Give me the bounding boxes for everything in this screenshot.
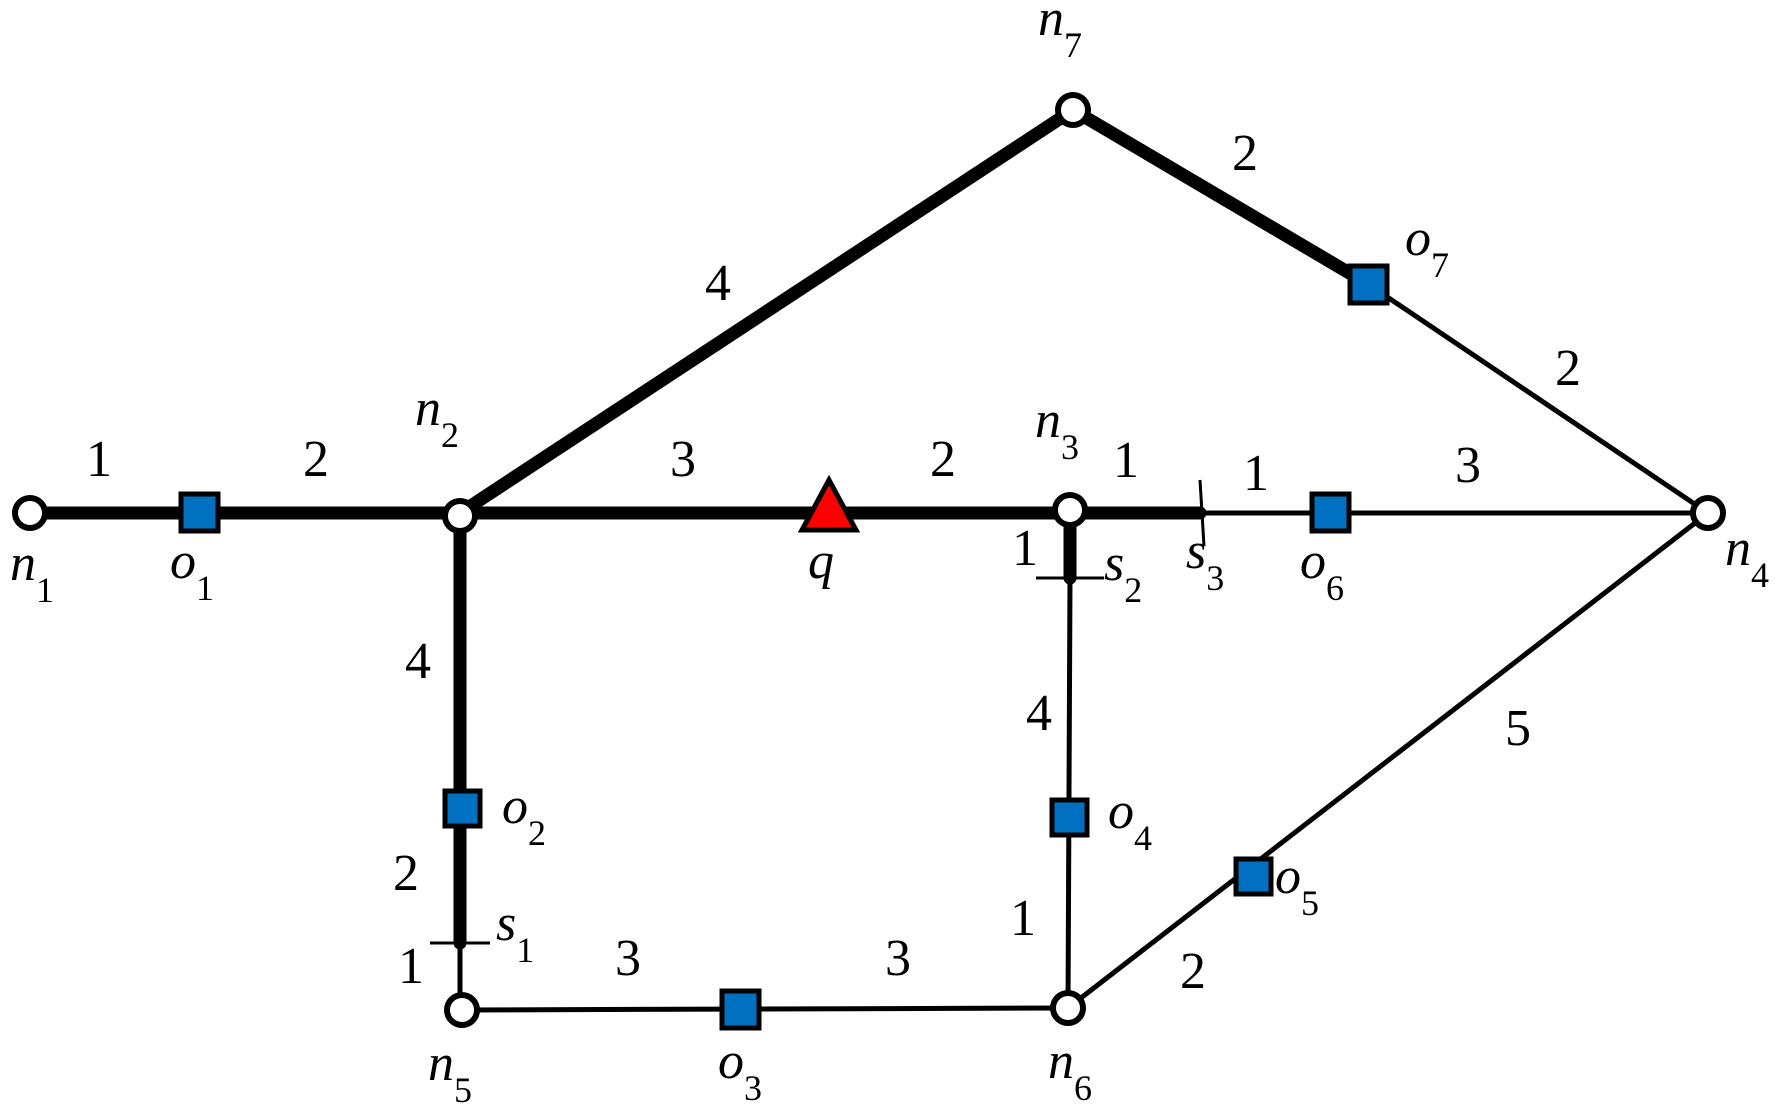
edge-o7-n4	[1365, 281, 1711, 516]
node-n3	[1052, 492, 1088, 528]
weight-n2-n7: 4	[705, 255, 731, 312]
edge-n2-n7	[453, 103, 1080, 520]
object-o4-marker	[1049, 797, 1090, 838]
edge-n6-n4	[1065, 510, 1711, 1011]
weight-n5-o3: 3	[615, 930, 641, 987]
weight-s2-o4: 4	[1026, 685, 1052, 742]
edge-n5-n6	[457, 1005, 1071, 1013]
label-s3: s3	[1186, 523, 1224, 598]
weight-n2-q: 3	[670, 431, 696, 488]
label-n4: n4	[1725, 520, 1769, 595]
label-o4: o4	[1108, 783, 1152, 858]
label-n7: n7	[1038, 0, 1082, 65]
label-o6: o6	[1300, 533, 1344, 608]
weight-q-n3: 2	[930, 431, 956, 488]
label-q: q	[808, 533, 834, 590]
node-n6	[1050, 990, 1086, 1026]
weight-n6-o5: 2	[1180, 943, 1206, 1000]
object-o2-marker	[442, 788, 483, 829]
weight-n3-s2: 1	[1012, 520, 1038, 577]
weight-o4-n6: 1	[1010, 890, 1036, 947]
node-n1	[12, 495, 48, 531]
weight-o2-s1: 2	[393, 845, 419, 902]
label-o2: o2	[502, 778, 546, 853]
label-o1: o1	[170, 533, 214, 608]
node-n7	[1055, 92, 1091, 128]
node-n2	[442, 498, 478, 534]
edge-s2-n6	[1065, 575, 1073, 1011]
object-o7-marker	[1347, 263, 1390, 306]
weight-n1-o1: 1	[86, 431, 112, 488]
weight-o7-n4: 2	[1555, 340, 1581, 397]
weight-o3-n6: 3	[885, 930, 911, 987]
label-o3: o3	[718, 1033, 762, 1108]
object-o1-marker	[178, 491, 221, 534]
weight-s3-o6: 1	[1243, 445, 1269, 502]
query-q-marker	[797, 474, 861, 533]
node-n4	[1690, 495, 1726, 531]
label-n3: n3	[1035, 392, 1079, 467]
weight-o5-n4: 5	[1505, 700, 1531, 757]
weight-n3-s3: 1	[1113, 432, 1139, 489]
label-n6: n6	[1048, 1033, 1092, 1108]
label-o7: o7	[1405, 210, 1449, 285]
weight-o6-n4: 3	[1455, 437, 1481, 494]
object-o6-marker	[1309, 491, 1352, 534]
object-o5-marker	[1233, 856, 1274, 897]
weight-s1-n5: 1	[398, 938, 424, 995]
label-o5: o5	[1275, 848, 1319, 923]
label-n5: n5	[428, 1035, 472, 1110]
weight-n7-o7: 2	[1232, 125, 1258, 182]
label-s2: s2	[1104, 535, 1142, 610]
label-s1: s1	[496, 895, 534, 970]
weight-n2-o2: 4	[405, 633, 431, 690]
node-n5	[444, 992, 480, 1028]
edge-n7-o7	[1066, 103, 1375, 291]
label-n1: n1	[10, 535, 54, 610]
object-o3-marker	[719, 988, 762, 1031]
weight-o1-n2: 2	[303, 431, 329, 488]
split-tick-s3	[1198, 479, 1206, 547]
label-n2: n2	[415, 380, 459, 455]
